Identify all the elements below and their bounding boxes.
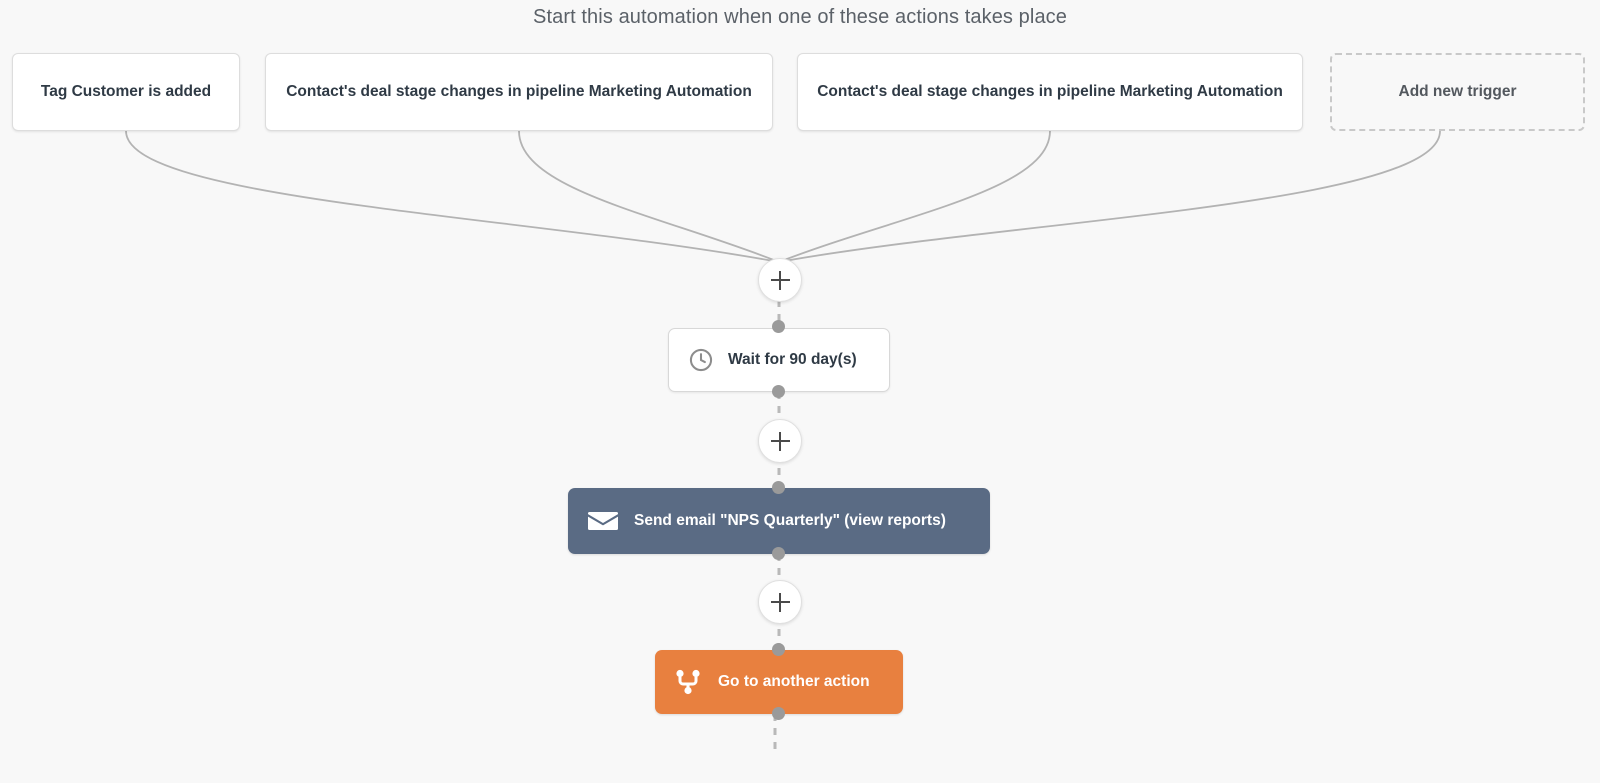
flow-step-label: Go to another action	[718, 673, 870, 690]
connector-dot	[772, 643, 785, 656]
flow-step-wait[interactable]: Wait for 90 day(s)	[668, 328, 890, 392]
connector-dot	[772, 707, 785, 720]
branch-icon	[675, 668, 701, 696]
connector-trigger-0	[125, 130, 780, 263]
flow-step-label: Wait for 90 day(s)	[728, 351, 857, 368]
connector-dot	[772, 320, 785, 333]
connector-trigger-2	[778, 130, 1051, 263]
trigger-label: Contact's deal stage changes in pipeline…	[817, 82, 1283, 100]
trigger-card-2[interactable]: Contact's deal stage changes in pipeline…	[797, 53, 1303, 131]
add-step-button-1[interactable]	[758, 419, 802, 463]
add-new-trigger-label: Add new trigger	[1398, 82, 1517, 100]
add-new-trigger-button[interactable]: Add new trigger	[1330, 53, 1585, 131]
flow-step-label: Send email "NPS Quarterly" (view reports…	[634, 512, 946, 529]
trigger-card-1[interactable]: Contact's deal stage changes in pipeline…	[265, 53, 773, 131]
flow-step-send-email[interactable]: Send email "NPS Quarterly" (view reports…	[568, 488, 990, 554]
connector-trigger-1	[518, 130, 780, 263]
connector-dot	[772, 385, 785, 398]
trigger-label: Tag Customer is added	[40, 82, 212, 100]
flow-step-goto-action[interactable]: Go to another action	[655, 650, 903, 714]
clock-icon	[688, 347, 714, 373]
connector-dot	[772, 481, 785, 494]
trigger-card-0[interactable]: Tag Customer is added	[12, 53, 240, 131]
page-title: Start this automation when one of these …	[533, 6, 1067, 28]
add-step-button-2[interactable]	[758, 580, 802, 624]
add-step-button-0[interactable]	[758, 258, 802, 302]
connector-dot	[772, 547, 785, 560]
connector-trigger-3	[778, 130, 1441, 263]
envelope-icon	[588, 509, 618, 533]
trigger-label: Contact's deal stage changes in pipeline…	[286, 82, 752, 100]
